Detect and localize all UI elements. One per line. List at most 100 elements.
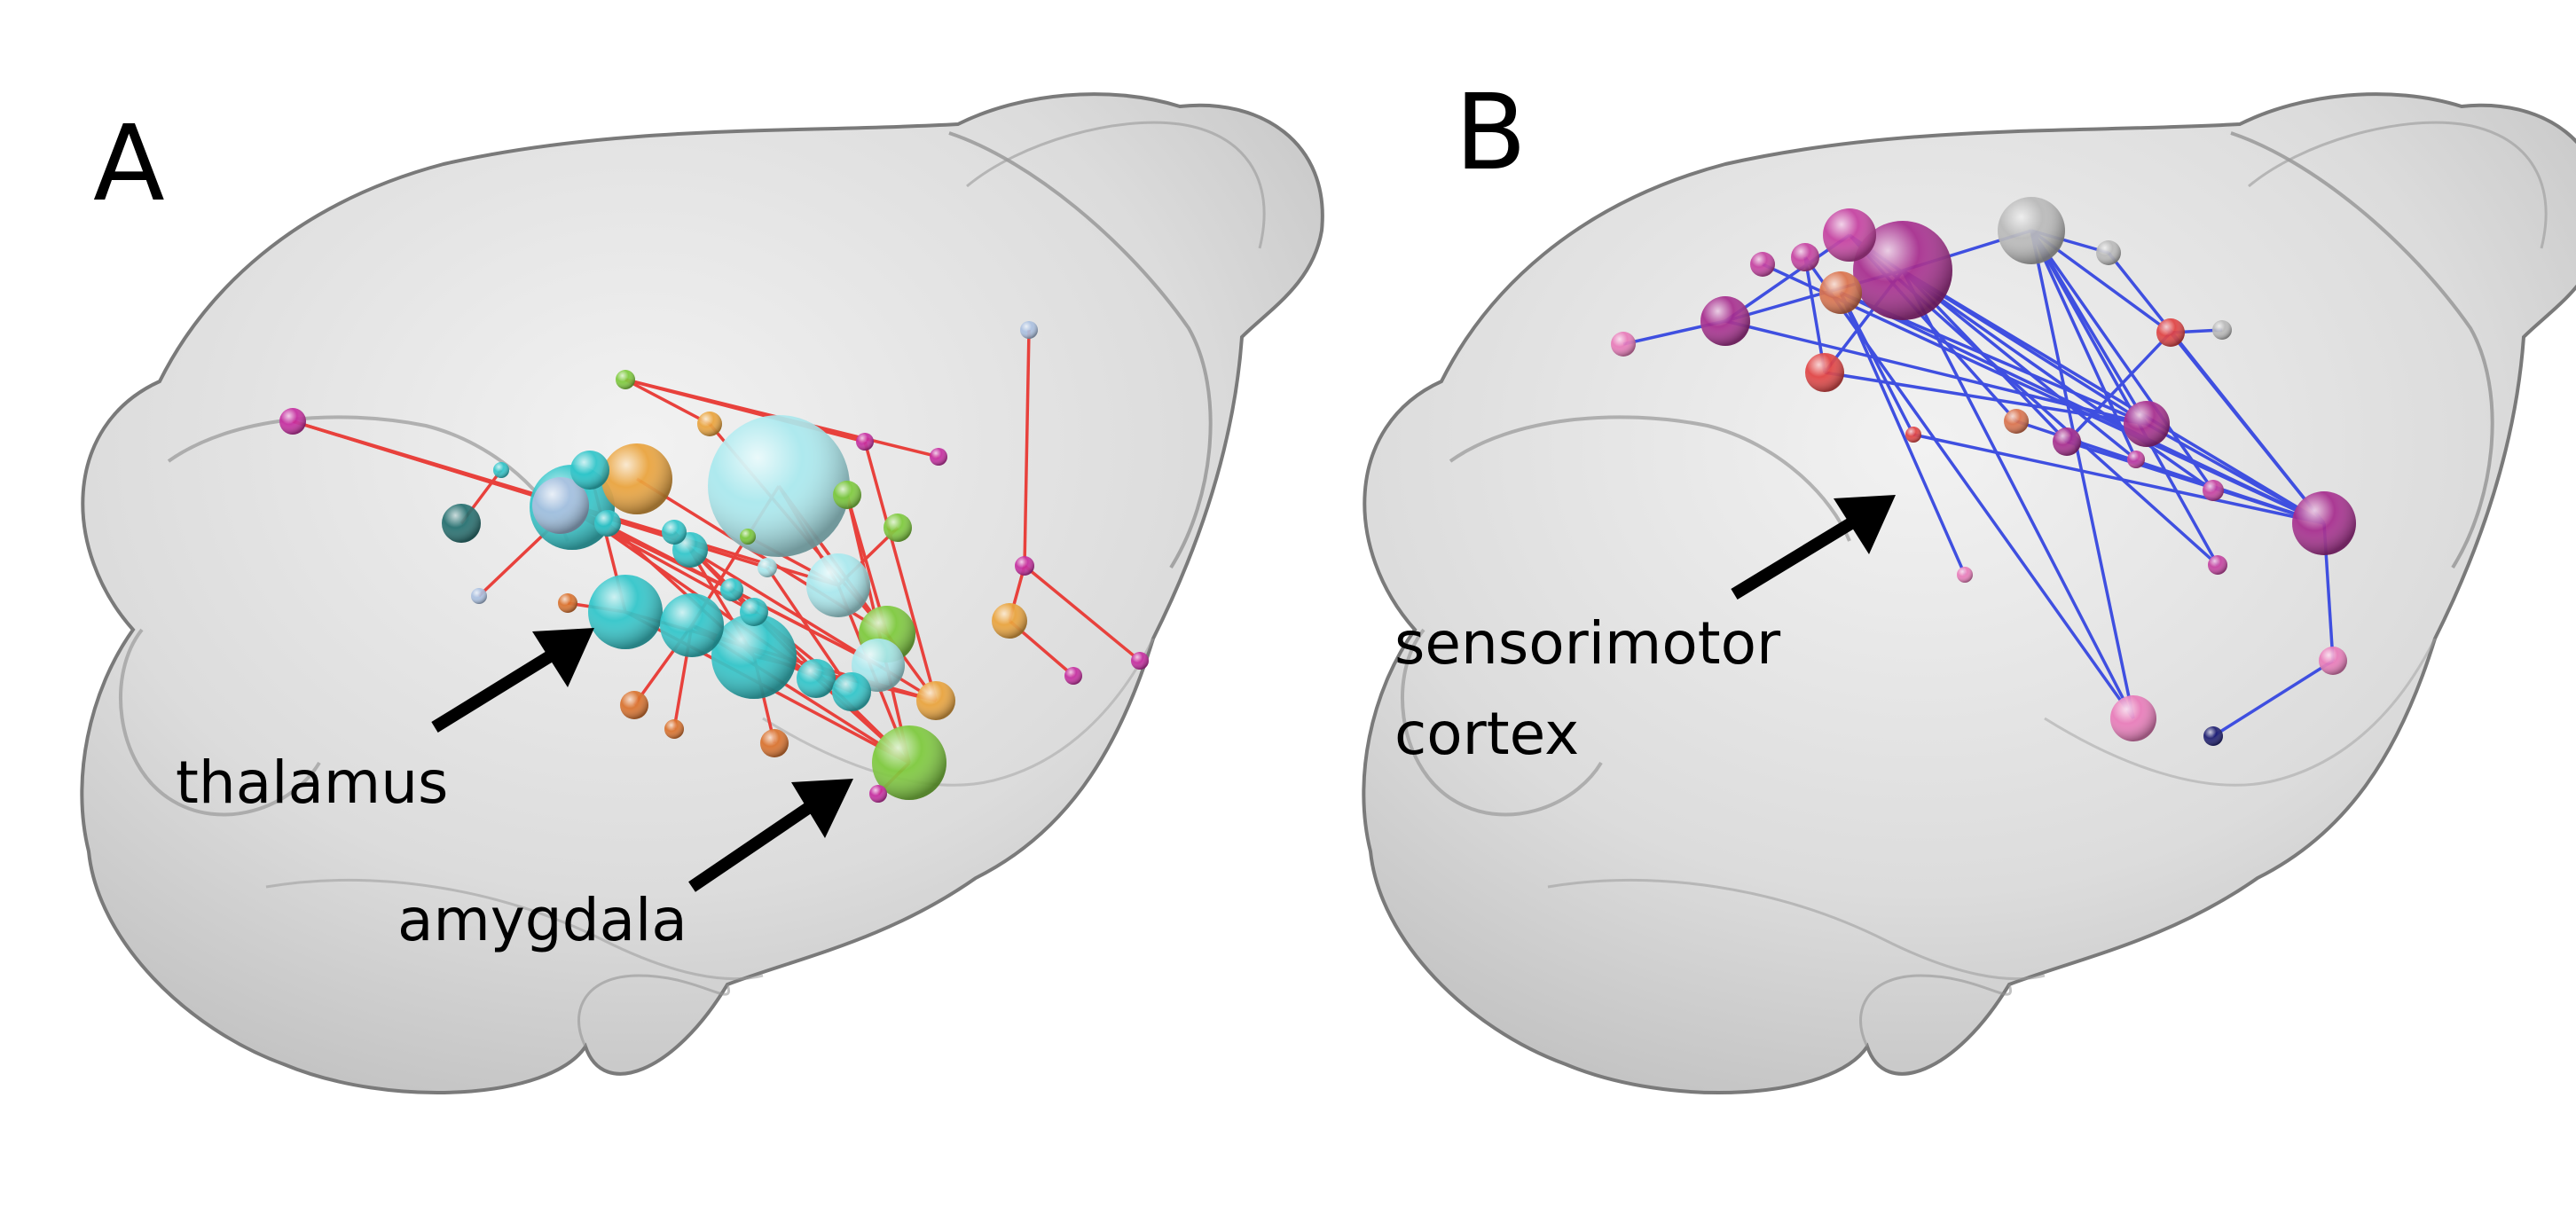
panel-b-node [1823, 208, 1876, 262]
panel-a-node [916, 681, 955, 720]
panel-b-node [2208, 555, 2227, 575]
panel-b-node [1819, 271, 1862, 314]
panel-a-node [806, 553, 870, 617]
panel-a-node [872, 725, 946, 800]
panel-a-node [616, 370, 635, 389]
panel-a-node [856, 433, 874, 451]
panel-a: A thalamus amygdala [80, 92, 1324, 1094]
panel-b-edge [1839, 292, 1915, 435]
panel-a-node [471, 588, 487, 604]
arrow-amygdala [688, 779, 853, 892]
panel-a-node [930, 448, 947, 466]
panel-b-node [2127, 451, 2145, 468]
panel-a-node [660, 593, 724, 657]
panel-a-node [1020, 321, 1038, 339]
label-sensorimotor: sensorimotor [1394, 609, 1781, 678]
panel-a-node [740, 598, 768, 626]
panel-b-node [2203, 726, 2223, 746]
panel-b-edge [2030, 229, 2215, 492]
panel-label-a: A [93, 102, 165, 224]
panel-b-node [2319, 647, 2347, 675]
panel-a-node [992, 603, 1027, 639]
panel-b-node [1791, 243, 1819, 271]
brain-surface-a [80, 92, 1324, 1094]
label-thalamus: thalamus [176, 749, 448, 817]
panel-b-edge [2030, 230, 2138, 460]
panel-a-node [532, 477, 589, 534]
panel-a-node [594, 510, 621, 537]
panel-a-node [884, 514, 912, 542]
panel-a-node [442, 504, 481, 543]
panel-b: B sensorimotor cortex [1362, 71, 2576, 1094]
brain-surface-b [1362, 92, 2576, 1094]
panel-b-node [2203, 480, 2224, 501]
panel-b-node [2110, 695, 2156, 741]
panel-a-edge [1023, 329, 1031, 567]
panel-b-node [1750, 252, 1775, 277]
panel-a-node [720, 578, 743, 601]
panel-a-node [758, 558, 777, 577]
panel-a-node [797, 659, 836, 698]
panel-a-node [1015, 556, 1034, 576]
panel-a-edge [863, 441, 938, 702]
panel-a-node [708, 415, 850, 557]
panel-a-edge [624, 378, 711, 426]
label-cortex: cortex [1394, 700, 1579, 768]
panel-b-edge [2146, 422, 2325, 525]
panel-b-edge [2030, 230, 2219, 566]
region-nodes-a [279, 321, 1149, 803]
label-amygdala: amygdala [397, 886, 687, 954]
panel-label-b: B [1455, 71, 1527, 193]
panel-a-node [570, 451, 609, 490]
panel-a-node [664, 719, 684, 739]
panel-a-node [1131, 652, 1149, 670]
panel-b-edge [2030, 230, 2135, 719]
panel-a-node [662, 520, 687, 545]
panel-a-node [711, 614, 797, 699]
panel-b-node [1853, 221, 1952, 320]
panel-b-node [2212, 320, 2232, 340]
connection-edges-b [1622, 229, 2335, 738]
panel-b-node [1957, 567, 1973, 583]
arrow-sensorimotor [1731, 495, 1896, 600]
panel-a-node [1064, 667, 1082, 685]
panel-b-node [2124, 401, 2170, 447]
panel-b-edge [2107, 251, 2326, 525]
panel-a-node [601, 443, 672, 514]
panel-a-node [620, 691, 648, 719]
panel-b-edge [1762, 263, 2325, 525]
panel-b-node [2096, 240, 2121, 265]
panel-b-edge [2065, 331, 2172, 443]
panel-a-edge [1023, 564, 1142, 663]
panel-a-node [760, 729, 789, 757]
panel-a-node [697, 412, 722, 436]
region-nodes-b [1611, 197, 2356, 746]
panel-b-node [2292, 491, 2356, 555]
panel-a-node [832, 672, 871, 711]
panel-b-edge [1724, 319, 2148, 426]
panel-b-node [1905, 427, 1921, 443]
panel-b-node [1998, 197, 2065, 264]
panel-b-edge [1839, 292, 1967, 576]
panel-b-node [1700, 296, 1750, 346]
panel-a-node [833, 481, 861, 509]
panel-b-node [2156, 318, 2185, 347]
arrow-thalamus [431, 628, 594, 733]
panel-a-node [588, 575, 663, 649]
panel-b-node [1805, 353, 1844, 392]
panel-a-node [740, 529, 756, 545]
panel-b-edge [2212, 659, 2334, 738]
panel-b-node [2004, 409, 2029, 434]
panel-b-edge [1901, 269, 2138, 461]
panel-b-edge [1912, 433, 2325, 525]
panel-a-node [493, 462, 509, 478]
panel-a-node [558, 593, 577, 613]
panel-b-node [2053, 427, 2081, 456]
panel-a-node [279, 408, 306, 435]
panel-a-edge [689, 548, 879, 667]
panel-b-node [1611, 332, 1636, 357]
panel-b-edge [1902, 269, 2325, 525]
panel-b-edge [2066, 440, 2325, 525]
panel-a-node [869, 785, 887, 803]
